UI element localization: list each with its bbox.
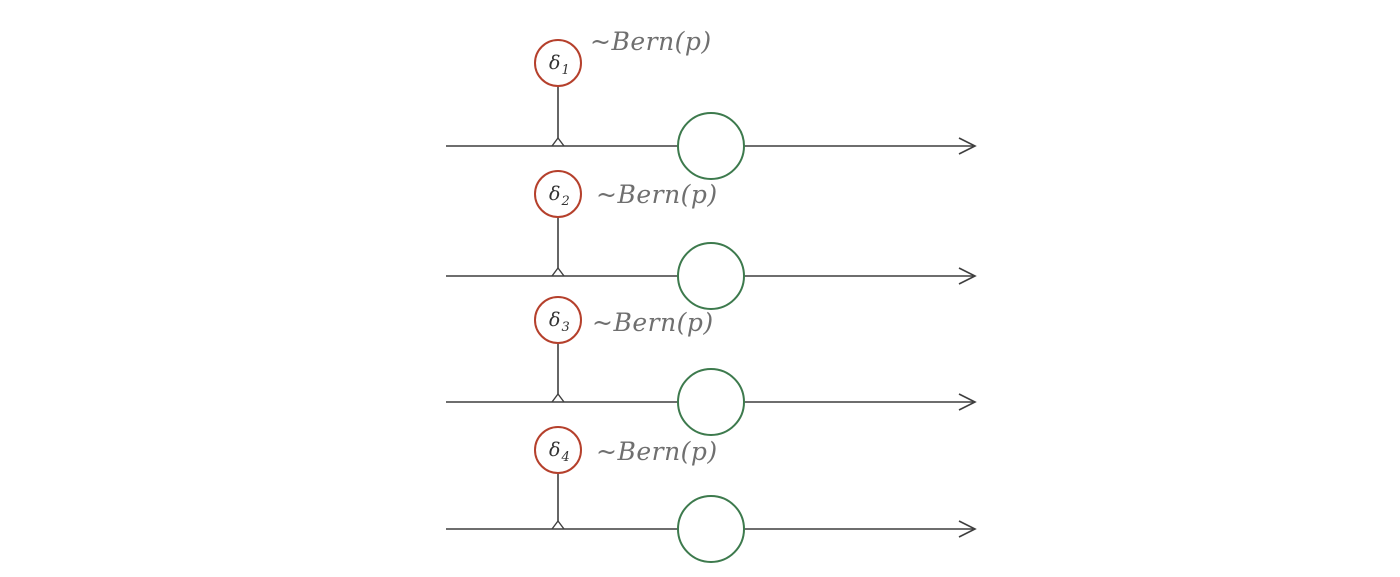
arrowhead-icon xyxy=(958,267,977,285)
arrowhead-icon xyxy=(958,520,977,538)
diagram-rows: δ1~Bern(p)δ2~Bern(p)δ3~Bern(p)δ4~Bern(p) xyxy=(446,27,977,563)
dropout-mask-node-4 xyxy=(534,426,582,474)
distribution-label-4: ~Bern(p) xyxy=(596,437,718,466)
distribution-label-2: ~Bern(p) xyxy=(596,180,718,209)
neuron-node-3 xyxy=(677,368,745,436)
delta-subscript-3: 3 xyxy=(561,320,569,335)
dropout-row-4: δ4~Bern(p) xyxy=(446,426,977,563)
delta-subscript-4: 4 xyxy=(560,450,569,465)
dropout-row-3: δ3~Bern(p) xyxy=(446,296,977,436)
arrowhead-icon xyxy=(958,393,977,411)
gate-junction-icon xyxy=(551,392,565,403)
dropout-mask-node-3 xyxy=(534,296,582,344)
arrowhead-icon xyxy=(958,137,977,155)
dropout-row-2: δ2~Bern(p) xyxy=(446,170,977,310)
gate-junction-icon xyxy=(551,136,565,147)
gate-junction-icon xyxy=(551,266,565,277)
dropout-mask-node-2 xyxy=(534,170,582,218)
distribution-label-1: ~Bern(p) xyxy=(590,27,712,56)
neuron-node-4 xyxy=(677,495,745,563)
delta-subscript-1: 1 xyxy=(561,63,569,78)
dropout-row-1: δ1~Bern(p) xyxy=(446,27,977,180)
neuron-node-2 xyxy=(677,242,745,310)
distribution-label-3: ~Bern(p) xyxy=(592,308,714,337)
neuron-node-1 xyxy=(677,112,745,180)
gate-junction-icon xyxy=(551,519,565,530)
dropout-mask-node-1 xyxy=(534,39,582,87)
delta-subscript-2: 2 xyxy=(560,194,569,209)
